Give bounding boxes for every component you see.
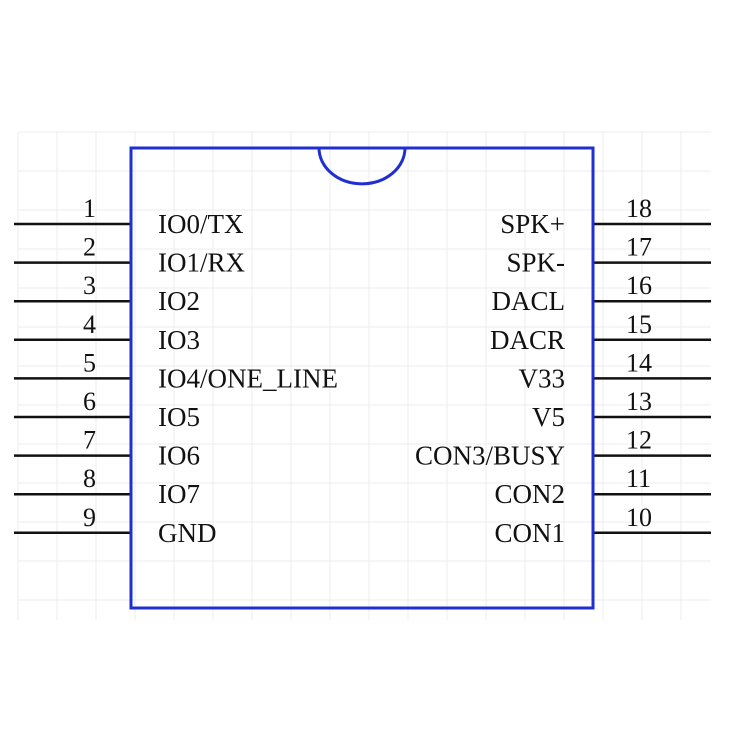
pin-number: 16 xyxy=(626,271,652,300)
pin-name: CON3/BUSY xyxy=(415,441,565,471)
pin-name: DACL xyxy=(492,286,566,316)
pin-name: V33 xyxy=(519,363,566,393)
pin-number: 12 xyxy=(626,426,652,455)
pin-name: V5 xyxy=(532,402,565,432)
pin-name: IO6 xyxy=(158,441,200,471)
pin-number: 14 xyxy=(626,348,652,377)
pin-name: IO3 xyxy=(158,325,200,355)
pin-number: 3 xyxy=(83,271,96,300)
pin-number: 8 xyxy=(83,464,96,493)
pin-name: IO2 xyxy=(158,286,200,316)
pin-number: 11 xyxy=(626,464,651,493)
pin-number: 2 xyxy=(83,233,96,262)
pin-number: 9 xyxy=(83,503,96,532)
pin1-notch xyxy=(317,147,407,186)
pin-number: 13 xyxy=(626,387,652,416)
pin-number: 5 xyxy=(83,348,96,377)
pin-name: CON2 xyxy=(494,479,565,509)
pin-number: 1 xyxy=(83,194,96,223)
pin-name: GND xyxy=(158,518,217,548)
pin-number: 15 xyxy=(626,310,652,339)
pin-name: IO1/RX xyxy=(158,248,246,278)
pin-number: 7 xyxy=(83,426,96,455)
pin-name: SPK- xyxy=(506,248,565,278)
pin-number: 10 xyxy=(626,503,652,532)
pin-leads xyxy=(14,222,711,535)
pin-name: SPK+ xyxy=(500,209,565,239)
background-grid xyxy=(17,131,711,620)
pin-number: 17 xyxy=(626,233,652,262)
ic-body xyxy=(129,146,595,610)
pin-number: 4 xyxy=(83,310,96,339)
pin-name: DACR xyxy=(490,325,565,355)
pin-name: IO4/ONE_LINE xyxy=(158,363,338,393)
pin-name: IO5 xyxy=(158,402,200,432)
pin-name: CON1 xyxy=(494,518,565,548)
pin-number: 18 xyxy=(626,194,652,223)
pin-name: IO7 xyxy=(158,479,200,509)
pin-number: 6 xyxy=(83,387,96,416)
pin-name: IO0/TX xyxy=(158,209,244,239)
